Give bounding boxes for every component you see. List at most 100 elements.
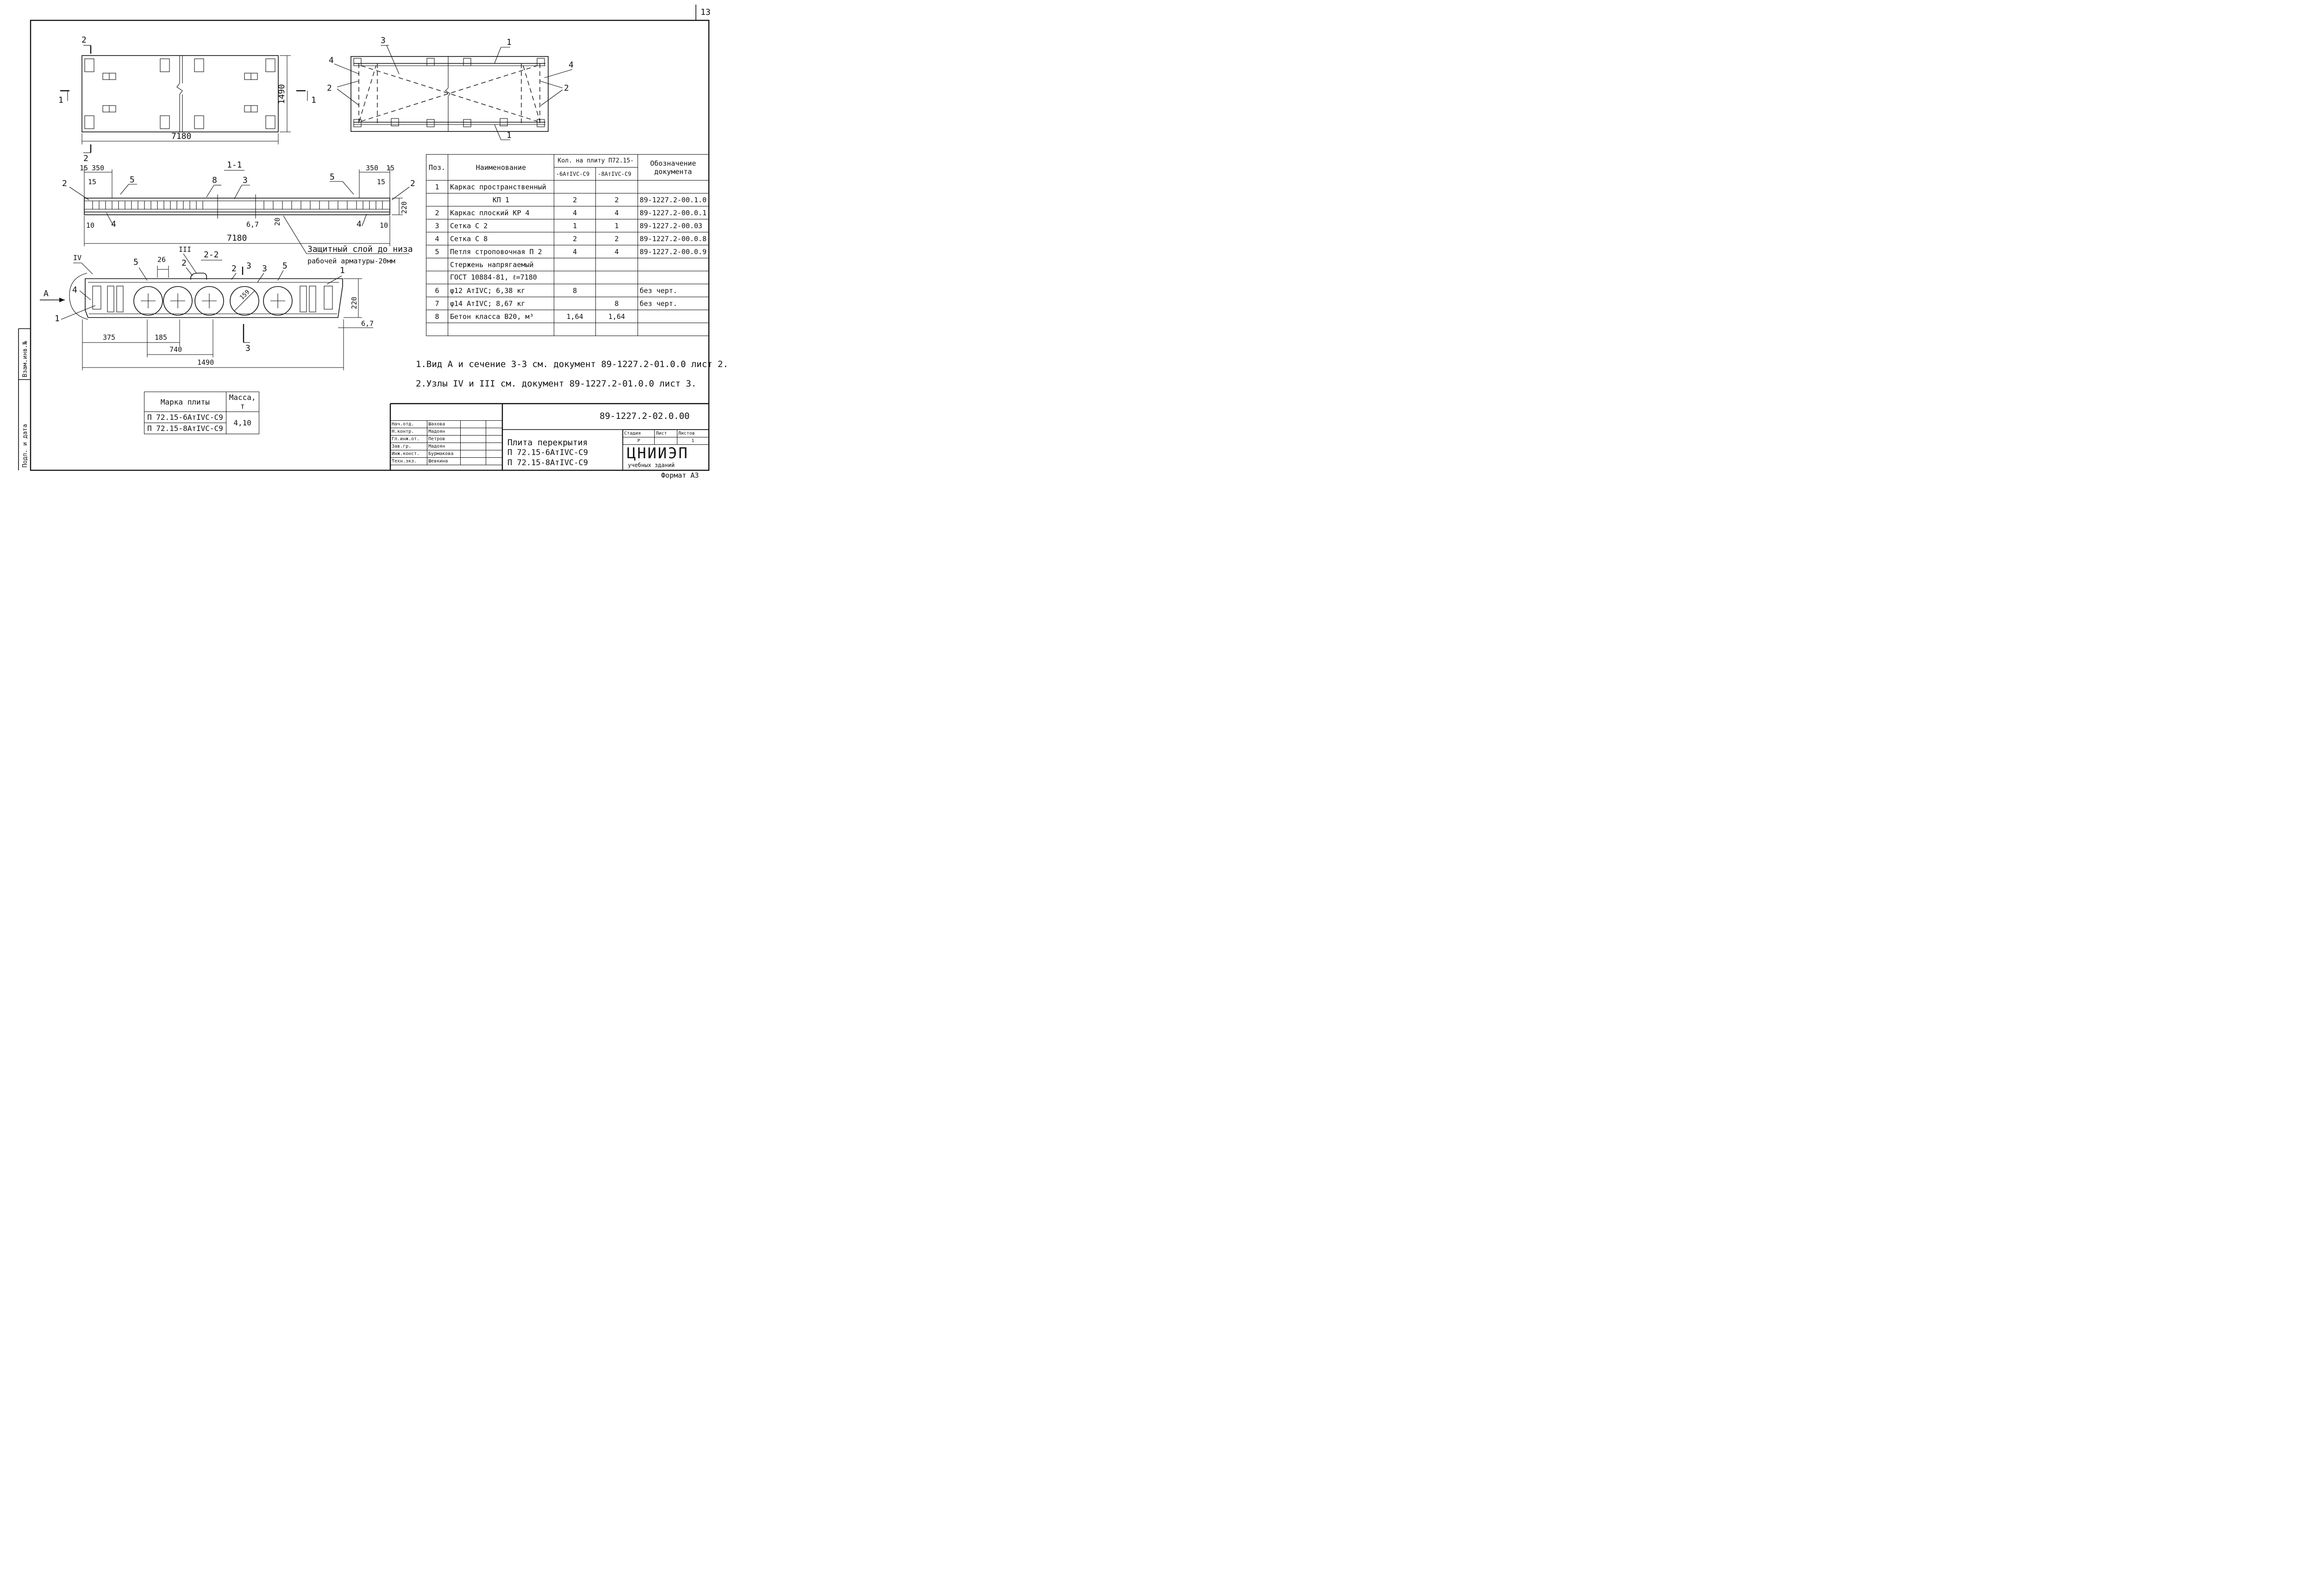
plan-view: 7180 1490 2 2 1 1 bbox=[58, 35, 316, 163]
org-subtitle: учебных зданий bbox=[628, 462, 675, 468]
spec-doc bbox=[637, 310, 709, 323]
spec-pos: 7 bbox=[426, 297, 448, 310]
drawing-frame bbox=[30, 19, 710, 471]
spec-row: Стержень напрягаемый bbox=[426, 258, 709, 271]
spec-doc: 89-1227.2-00.0.8 bbox=[637, 232, 709, 245]
s22-callout-3-cut-top: 3 bbox=[246, 261, 251, 271]
spec-qty-b bbox=[595, 271, 638, 284]
spec-header-doc: Обозначение документа bbox=[637, 154, 709, 181]
signature-grid: Нач.отд.Шахова Н.контр.Мадоян Гл.инж.от.… bbox=[390, 420, 502, 465]
sig-signature bbox=[460, 443, 486, 450]
s11-dim-15b-left: 15 bbox=[88, 178, 96, 186]
sig-name: Шевкина bbox=[427, 457, 461, 465]
cut-2-bottom: 2 bbox=[83, 154, 88, 163]
page-number: 13 bbox=[701, 7, 711, 17]
s22-callout-4: 4 bbox=[72, 285, 77, 295]
detail-iv-bubble bbox=[69, 273, 88, 320]
spec-name: φ12 AтIVС; 6,38 кг bbox=[447, 284, 554, 297]
signature-row: Нач.отд.Шахова bbox=[390, 420, 502, 428]
plan-outline bbox=[81, 55, 279, 132]
spec-name: Каркас плоский КР 4 bbox=[447, 206, 554, 219]
s11-length-dim: 7180 bbox=[227, 233, 247, 243]
spec-row: ГОСТ 10884-81, ℓ=7180 bbox=[426, 271, 709, 284]
spec-pos: 8 bbox=[426, 310, 448, 323]
sig-role: Инж.конст. bbox=[390, 450, 428, 458]
spec-qty-a: 1,64 bbox=[553, 310, 596, 323]
s11-callout-4-left: 4 bbox=[111, 219, 116, 229]
spec-name: Каркас пространственный bbox=[447, 180, 554, 193]
s11-callout-8: 8 bbox=[212, 175, 217, 185]
s11-callout-5-left: 5 bbox=[130, 175, 135, 185]
stage-label: Стадия bbox=[622, 430, 655, 437]
s22-dim-185: 185 bbox=[155, 333, 167, 342]
plan-loop bbox=[265, 115, 275, 129]
spec-qty-b bbox=[595, 284, 638, 297]
org-name: ЦНИИЭП bbox=[627, 444, 689, 462]
spec-doc bbox=[637, 258, 709, 271]
side-stamp: Взам.инв.№ Подп. и дата bbox=[18, 328, 31, 470]
sig-role: Гл.инж.от. bbox=[390, 435, 428, 443]
spec-qty-b bbox=[595, 323, 638, 336]
s22-dim-26: 26 bbox=[157, 256, 166, 264]
reinforcement-plan: 1 1 3 2 2 4 4 bbox=[327, 36, 574, 140]
section-2-2: 2-2 159 26 220 6,7 375 185 bbox=[40, 245, 374, 370]
spec-name: КП 1 bbox=[447, 193, 554, 206]
rp-callout-1-top: 1 bbox=[507, 37, 512, 47]
spec-row bbox=[426, 323, 709, 336]
spec-qty-b bbox=[595, 180, 638, 193]
s22-callout-1-top: 1 bbox=[340, 266, 345, 275]
s22-callout-5-left: 5 bbox=[133, 257, 138, 267]
sig-role: Н.контр. bbox=[390, 428, 428, 436]
s11-dim-350-left: 350 bbox=[92, 164, 104, 172]
s11-dim-15-right: 15 bbox=[386, 164, 394, 172]
spec-pos: 5 bbox=[426, 245, 448, 258]
sig-name: Шахова bbox=[427, 420, 461, 428]
sig-date bbox=[486, 420, 502, 428]
rp-callout-2-left: 2 bbox=[327, 83, 332, 93]
s22-callout-5-right: 5 bbox=[282, 261, 288, 271]
s11-callout-4-right: 4 bbox=[357, 219, 362, 229]
mass-header-mass: Масса, т bbox=[225, 392, 259, 412]
rp-callout-2-right: 2 bbox=[564, 83, 569, 93]
cut-2-top: 2 bbox=[81, 35, 87, 45]
spec-header-name: Наименование bbox=[447, 154, 554, 181]
sheet-label: Лист bbox=[654, 430, 677, 437]
spec-name: Сетка С 2 bbox=[447, 219, 554, 232]
plan-loop bbox=[84, 58, 94, 72]
spec-qty-b: 1 bbox=[595, 219, 638, 232]
spec-qty-b: 8 bbox=[595, 297, 638, 310]
doc-code: 89-1227.2-02.0.00 bbox=[600, 411, 690, 421]
title-line-3: П 72.15-8AтIVС-С9 bbox=[507, 458, 588, 468]
sheet-value bbox=[654, 437, 677, 445]
plan-loop bbox=[160, 115, 170, 129]
signature-row: Н.контр.Мадоян bbox=[390, 428, 502, 436]
spec-doc bbox=[637, 323, 709, 336]
rp-callout-4-left: 4 bbox=[329, 56, 334, 65]
plan-width-dim: 1490 bbox=[277, 84, 287, 104]
slab-cross-section bbox=[85, 278, 343, 318]
spec-pos bbox=[426, 193, 448, 206]
note-2: 2.Узлы IV и III см. документ 89-1227.2-0… bbox=[416, 379, 697, 389]
section-2-2-title: 2-2 bbox=[204, 250, 219, 260]
spec-header-qty: Кол. на плиту П72.15- bbox=[553, 154, 638, 168]
specification-table: Поз. Наименование Кол. на плиту П72.15- … bbox=[426, 154, 709, 336]
spec-qty-b: 2 bbox=[595, 193, 638, 206]
sig-name: Мадоян bbox=[427, 428, 461, 436]
spec-qty-b bbox=[595, 258, 638, 271]
s11-dim-15b-right: 15 bbox=[377, 178, 385, 186]
s11-dim-10-right: 10 bbox=[380, 221, 388, 230]
spec-doc: 89-1227.2-00.0.1 bbox=[637, 206, 709, 219]
mass-mark-1: П 72.15-6AтIVС-С9 bbox=[144, 411, 226, 423]
spec-header-qty-b: -8AтIVС-С9 bbox=[595, 167, 638, 181]
format-label: Формат А3 bbox=[661, 471, 699, 480]
spec-pos: 3 bbox=[426, 219, 448, 232]
sig-date bbox=[486, 450, 502, 458]
sig-signature bbox=[460, 457, 486, 465]
rp-callout-1-bottom: 1 bbox=[507, 131, 512, 140]
view-a-label: A bbox=[44, 289, 49, 299]
plan-loop bbox=[84, 115, 94, 129]
spec-name: Стержень напрягаемый bbox=[447, 258, 554, 271]
